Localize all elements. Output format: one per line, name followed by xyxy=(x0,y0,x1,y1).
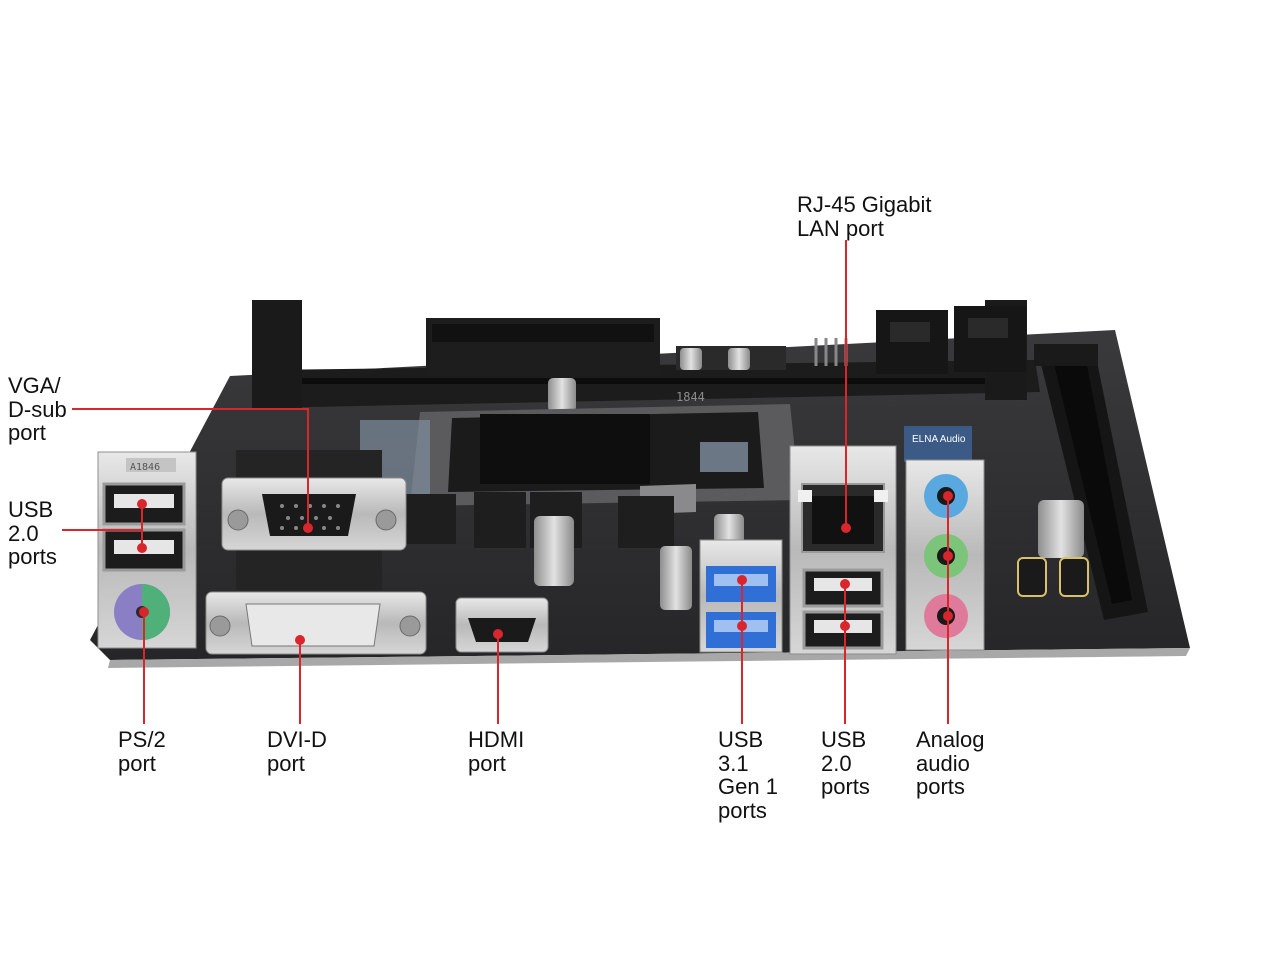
dimm-code: 1844 xyxy=(676,390,705,404)
label-vga: VGA/ D-sub port xyxy=(8,373,67,445)
hdmi-connector xyxy=(455,597,549,653)
callout-line-vga xyxy=(72,408,313,533)
label-usb20-right: USB 2.0 ports xyxy=(821,727,870,799)
callout-line-ps2 xyxy=(139,607,149,724)
pcie-slot xyxy=(1034,344,1148,620)
cpu-socket xyxy=(360,404,800,514)
vga-connector xyxy=(221,450,407,590)
callout-line-dvid xyxy=(295,635,305,724)
lan-usb-stack xyxy=(789,445,897,655)
audio-shield-text: ELNA Audio xyxy=(912,434,966,445)
callout-line-rj45 xyxy=(841,240,851,533)
sata-connectors xyxy=(876,306,1026,374)
callout-line-audio xyxy=(943,491,953,724)
top-capacitors xyxy=(548,338,848,412)
label-hdmi: HDMI port xyxy=(468,727,525,776)
label-rj45: RJ-45 Gigabit LAN port xyxy=(797,192,932,241)
callout-line-usb31 xyxy=(737,575,747,724)
callout-line-hdmi xyxy=(493,629,503,724)
label-audio: Analog audio ports xyxy=(916,727,985,799)
usb-stack-code: A1846 xyxy=(130,462,160,473)
label-usb31: USB 3.1 Gen 1 ports xyxy=(718,727,778,823)
atx-power-connector xyxy=(426,318,660,376)
label-dvid: DVI-D port xyxy=(267,727,327,776)
left-io-stack: A1846 xyxy=(97,451,197,649)
dvi-d-connector xyxy=(205,591,427,655)
callout-lines xyxy=(62,240,953,724)
label-ps2: PS/2 port xyxy=(118,727,166,776)
callout-line-usb20-right xyxy=(840,579,850,724)
callout-line-usb20-left xyxy=(62,499,147,553)
label-usb20-left: USB 2.0 ports xyxy=(8,497,57,569)
